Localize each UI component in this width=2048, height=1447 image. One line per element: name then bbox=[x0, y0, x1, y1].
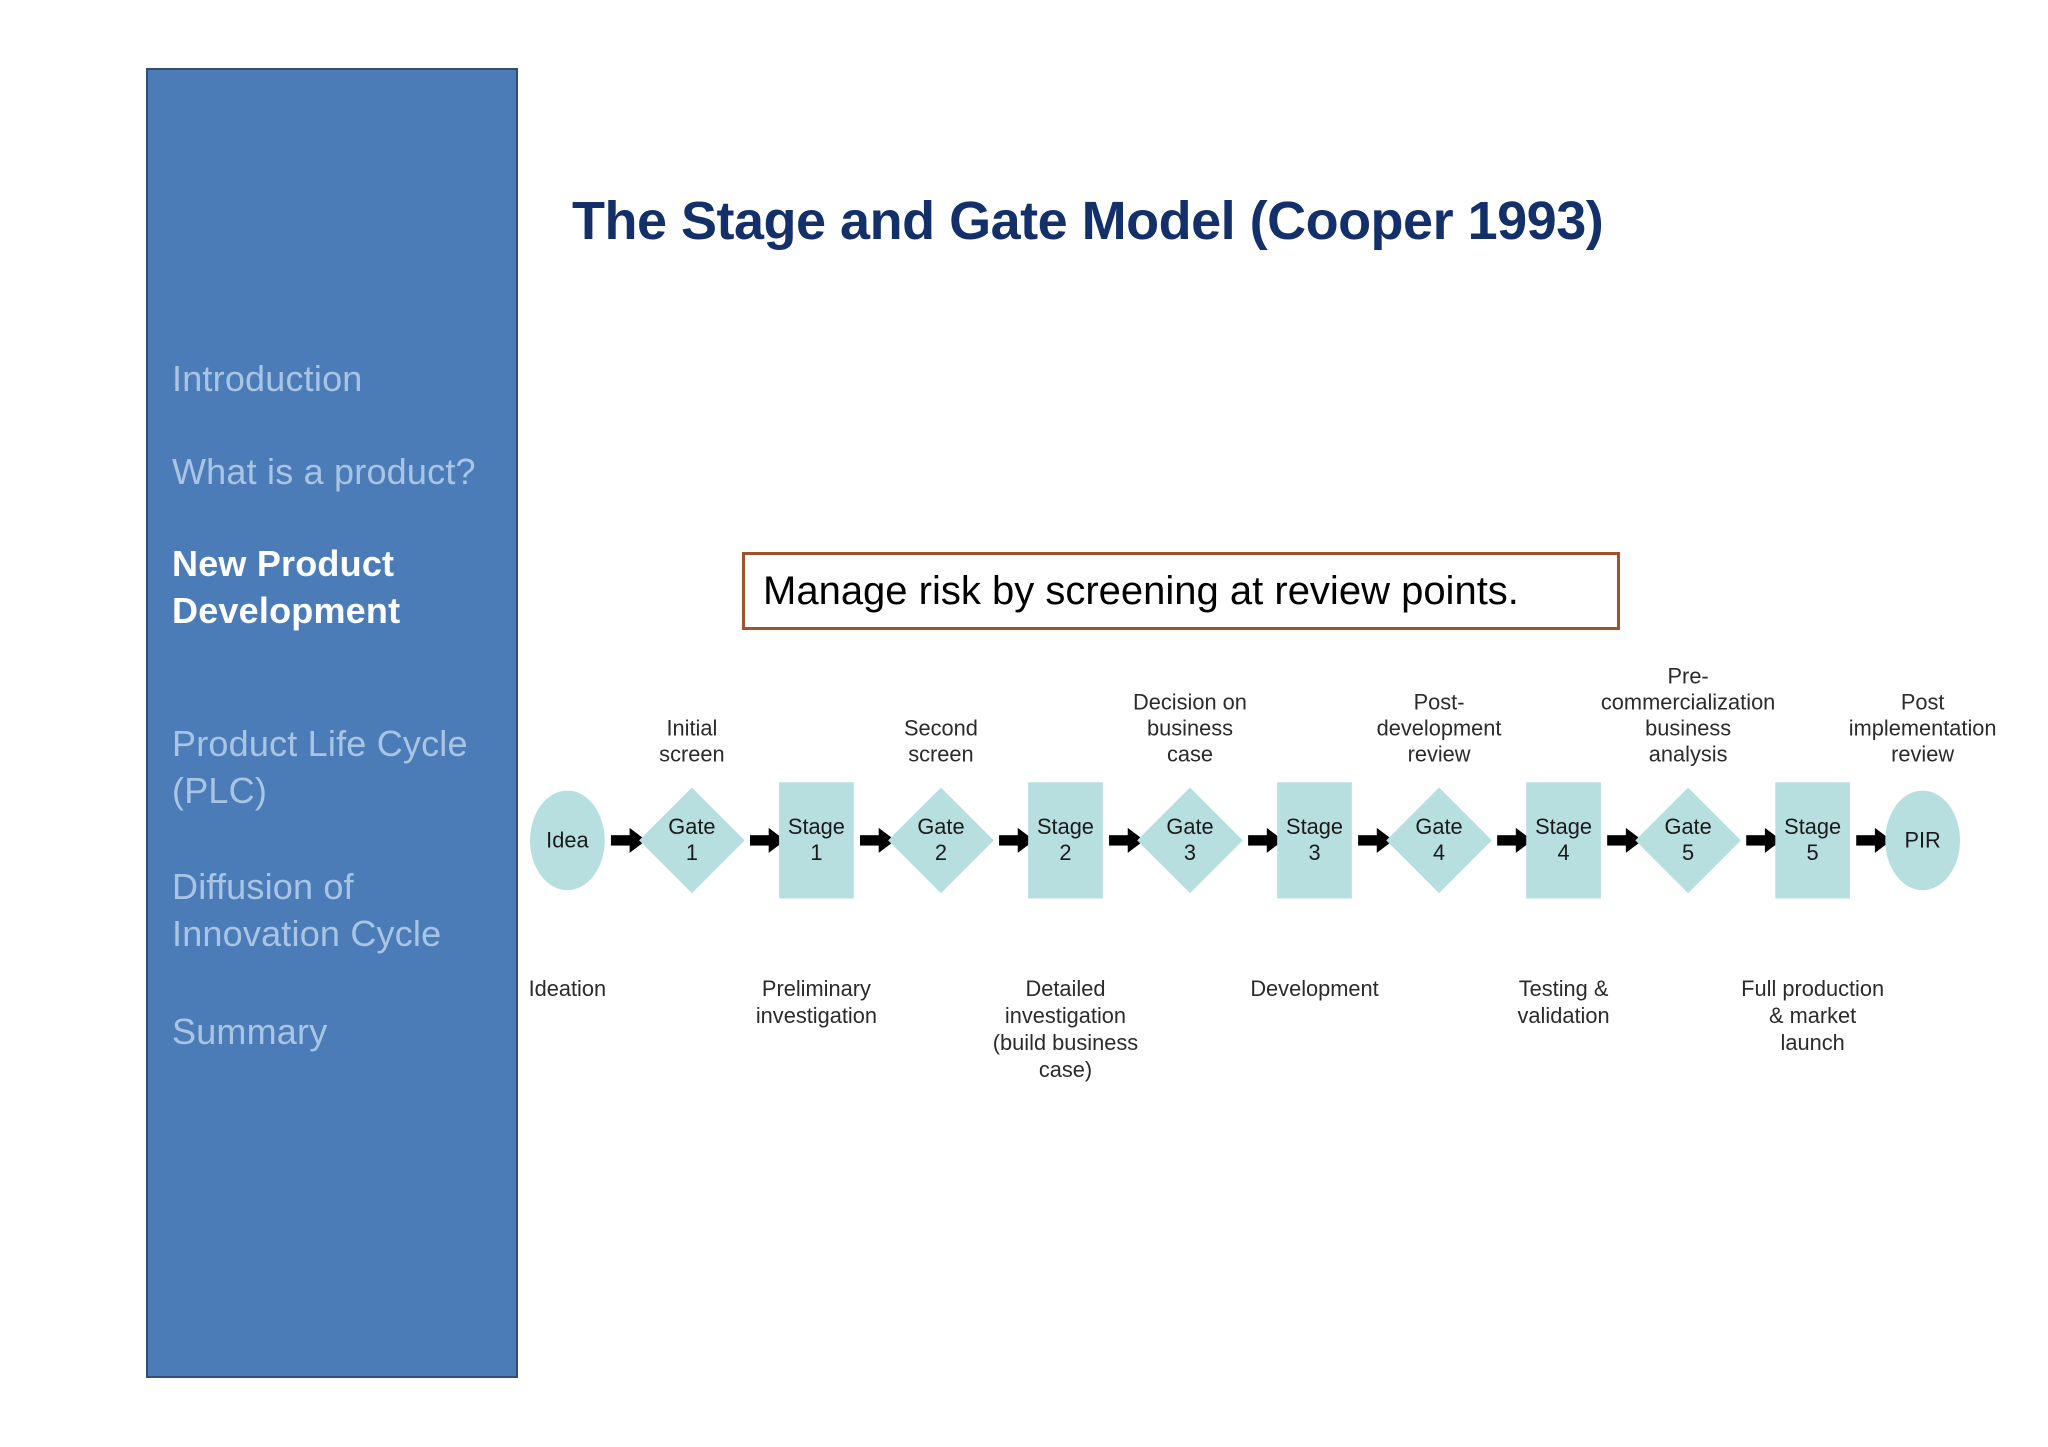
flow-node-label: Stage 3 bbox=[1286, 815, 1344, 866]
flow-node-stage3: Stage 3 bbox=[1277, 782, 1352, 899]
flow-arrow bbox=[1856, 827, 1892, 853]
flow-node-label: Gate 3 bbox=[1166, 815, 1214, 866]
flow-node-label: Stage 2 bbox=[1036, 815, 1094, 866]
flow-arrow bbox=[610, 827, 647, 853]
flow-node-gate5: Gate 5 bbox=[1635, 787, 1741, 894]
flow-bottom-label-stage1: Preliminary investigation bbox=[755, 977, 877, 1029]
flow-node-label: Gate 1 bbox=[668, 815, 716, 866]
flow-node-pir: PIR bbox=[1885, 790, 1960, 891]
flow-node-label: Gate 5 bbox=[1664, 815, 1712, 866]
flow-top-label-gate5: Pre- commercialization business analysis bbox=[1600, 665, 1776, 767]
sidebar-nav: Introduction What is a product? New Prod… bbox=[146, 68, 518, 1378]
flow-node-label: Idea bbox=[546, 828, 589, 853]
flow-node-gate1: Gate 1 bbox=[639, 787, 745, 894]
flow-node-gate3: Gate 3 bbox=[1137, 787, 1243, 894]
flow-node-idea: Idea bbox=[530, 790, 605, 891]
flow-node-label: Stage 1 bbox=[787, 815, 845, 866]
flow-node-stage2: Stage 2 bbox=[1028, 782, 1103, 899]
callout-text: Manage risk by screening at review point… bbox=[763, 568, 1519, 613]
flow-node-label: Gate 2 bbox=[917, 815, 965, 866]
sidebar-item-what-is-a-product[interactable]: What is a product? bbox=[172, 451, 476, 492]
sidebar-item-new-product-development[interactable]: New Product Development bbox=[172, 543, 401, 631]
flow-top-label-pir: Post implementation review bbox=[1848, 690, 1997, 767]
flow-node-stage5: Stage 5 bbox=[1775, 782, 1850, 899]
flow-top-label-gate3: Decision on business case bbox=[1133, 690, 1247, 767]
callout-box: Manage risk by screening at review point… bbox=[742, 552, 1620, 630]
flow-top-label-gate4: Post- development review bbox=[1376, 690, 1502, 767]
flow-bottom-label-stage2: Detailed investigation (build business c… bbox=[992, 977, 1139, 1083]
flow-arrow bbox=[1248, 827, 1284, 853]
flow-node-label: Gate 4 bbox=[1415, 815, 1463, 866]
flow-node-stage1: Stage 1 bbox=[779, 782, 854, 899]
sidebar-item-summary[interactable]: Summary bbox=[172, 1011, 328, 1052]
flow-bottom-label-stage4: Testing & validation bbox=[1517, 977, 1610, 1029]
flow-bottom-label-idea: Ideation bbox=[528, 977, 607, 1002]
sidebar-item-diffusion-of-innovation-cycle[interactable]: Diffusion of Innovation Cycle bbox=[172, 866, 442, 954]
flow-arrow bbox=[750, 827, 786, 853]
flow-node-gate4: Gate 4 bbox=[1386, 787, 1492, 894]
flow-node-label: PIR bbox=[1904, 828, 1941, 853]
flow-node-label: Stage 4 bbox=[1535, 815, 1593, 866]
flow-bottom-label-stage3: Development bbox=[1250, 977, 1379, 1002]
flow-arrow bbox=[1358, 827, 1394, 853]
flow-arrow bbox=[1607, 827, 1643, 853]
flow-bottom-label-stage5: Full production & market launch bbox=[1741, 977, 1885, 1056]
flow-arrow bbox=[860, 827, 896, 853]
sidebar-item-product-life-cycle[interactable]: Product Life Cycle (PLC) bbox=[172, 723, 468, 811]
flow-arrow bbox=[1109, 827, 1145, 853]
flow-node-label: Stage 5 bbox=[1784, 815, 1842, 866]
flow-node-gate2: Gate 2 bbox=[888, 787, 994, 894]
page-title: The Stage and Gate Model (Cooper 1993) bbox=[572, 191, 1604, 251]
flow-arrow bbox=[999, 827, 1035, 853]
sidebar-item-introduction[interactable]: Introduction bbox=[172, 358, 363, 399]
flow-arrow bbox=[1746, 827, 1782, 853]
flow-top-label-gate2: Second screen bbox=[903, 716, 978, 767]
flow-arrow bbox=[1497, 827, 1533, 853]
flow-node-stage4: Stage 4 bbox=[1526, 782, 1601, 899]
flow-top-label-gate1: Initial screen bbox=[659, 716, 725, 767]
